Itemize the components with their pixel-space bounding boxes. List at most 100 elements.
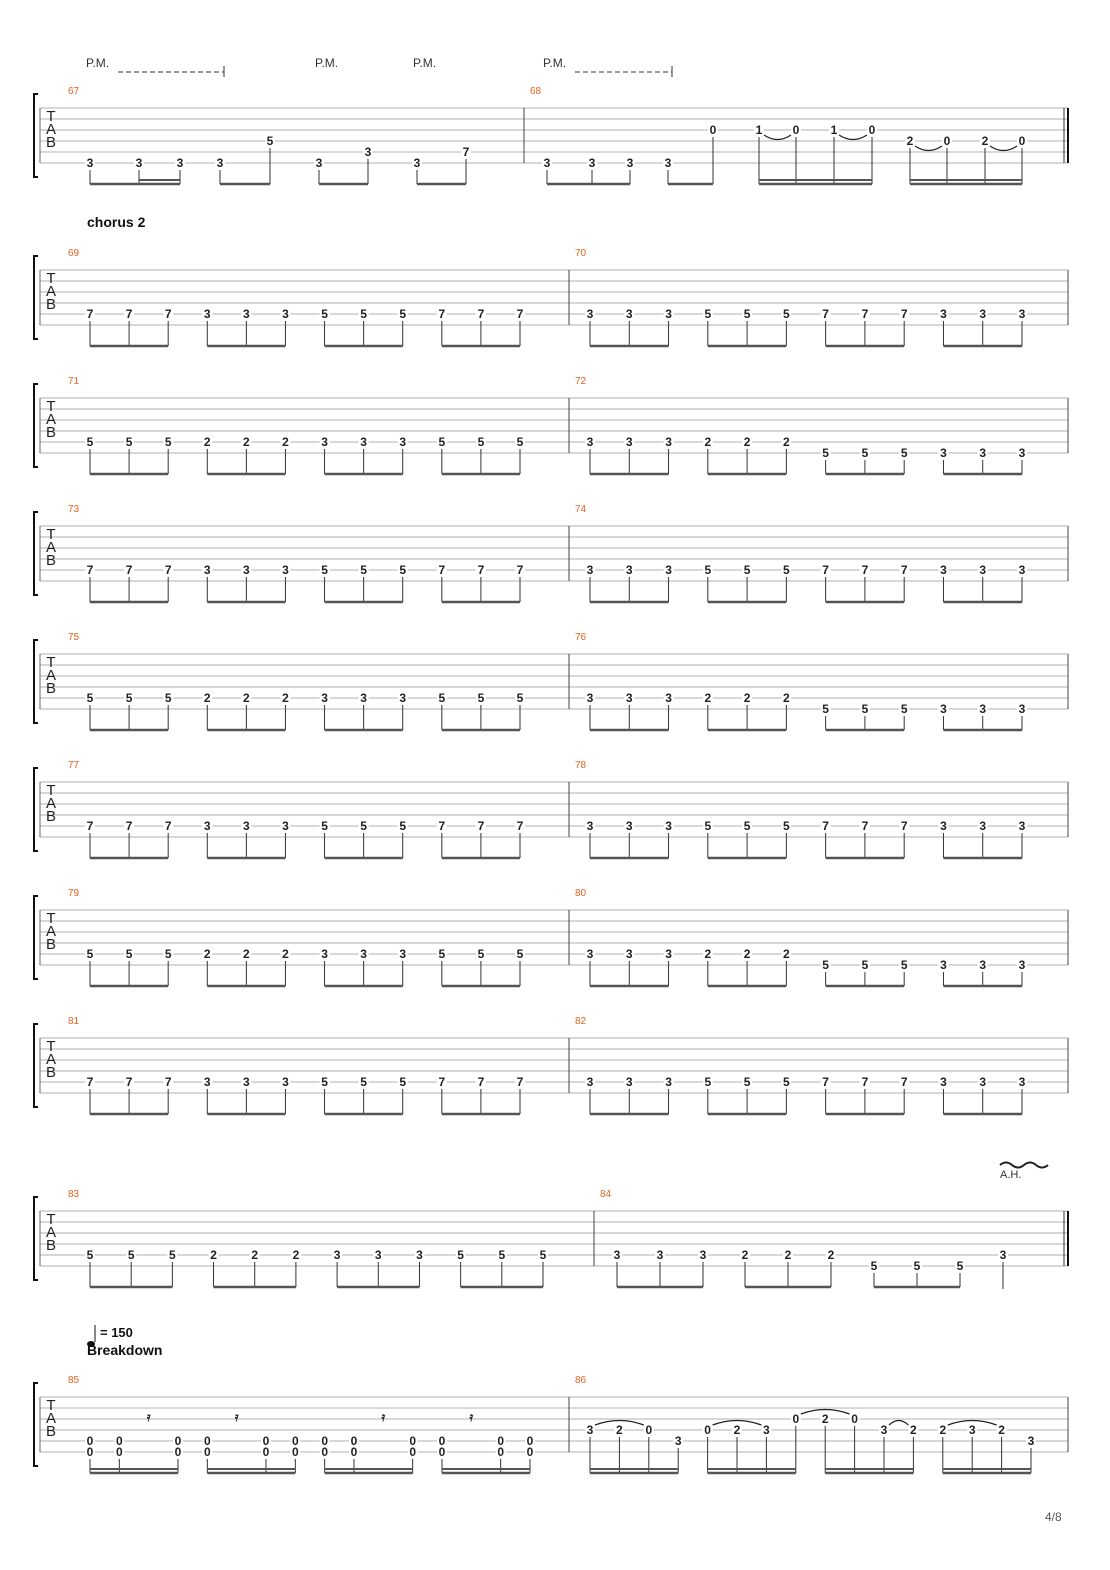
fret-number: 7 — [478, 563, 485, 577]
tab-clef-letter: B — [46, 808, 56, 825]
fret-number: 3 — [243, 1075, 250, 1089]
fret-background — [702, 564, 713, 576]
measure-number: 76 — [575, 632, 587, 643]
measure-number: 83 — [68, 1189, 80, 1200]
fret-number: 2 — [243, 691, 250, 705]
tab-clef-letter: T — [46, 654, 55, 671]
fret-number: 5 — [704, 563, 711, 577]
fret-number: 3 — [763, 1423, 770, 1437]
fret-number: 7 — [438, 307, 445, 321]
fret-number: 7 — [87, 819, 94, 833]
fret-background — [820, 1413, 831, 1425]
fret-number: 5 — [399, 1075, 406, 1089]
fret-background — [85, 948, 95, 960]
fret-background — [643, 1424, 654, 1436]
fret-number: 3 — [587, 947, 594, 961]
fret-background — [698, 1249, 708, 1261]
fret-background — [436, 436, 447, 448]
tab-clef-letter: T — [46, 270, 55, 287]
fret-background — [475, 820, 486, 832]
fret-background — [397, 436, 408, 448]
tie-arc — [888, 1419, 909, 1426]
fret-number: 5 — [321, 307, 328, 321]
fret-background — [319, 1435, 330, 1447]
fret-background — [436, 820, 447, 832]
fret-background — [732, 1424, 742, 1436]
fret-background — [702, 308, 713, 320]
fret-background — [397, 308, 408, 320]
fret-number: 3 — [399, 435, 406, 449]
tab-clef-letter: B — [46, 424, 56, 441]
fret-background — [85, 692, 95, 704]
fret-number: 2 — [910, 1423, 917, 1437]
sixteenth-rest: 𝄿 — [234, 1410, 239, 1424]
fret-number: 3 — [399, 691, 406, 705]
fret-number: 3 — [375, 1248, 382, 1262]
fret-background — [167, 1249, 178, 1261]
fret-number: 0 — [793, 123, 800, 137]
fret-number: 7 — [478, 307, 485, 321]
measure-number: 75 — [68, 632, 80, 643]
fret-number: 3 — [940, 446, 947, 460]
fret-number: 3 — [282, 563, 289, 577]
fret-number: 0 — [439, 1434, 446, 1448]
fret-number: 3 — [587, 1423, 594, 1437]
tie-arc — [763, 134, 792, 141]
fret-background — [624, 820, 635, 832]
fret-number: 3 — [321, 691, 328, 705]
fret-background — [980, 135, 990, 147]
fret-number: 5 — [128, 1248, 135, 1262]
fret-background — [542, 157, 552, 169]
fret-background — [124, 820, 135, 832]
fret-number: 7 — [862, 563, 869, 577]
fret-number: 3 — [979, 702, 986, 716]
fret-background — [85, 1249, 95, 1261]
fret-background — [290, 1249, 301, 1261]
fret-number: 2 — [616, 1423, 623, 1437]
fret-background — [249, 1249, 260, 1261]
fret-number: 3 — [665, 947, 672, 961]
fret-number: 0 — [175, 1445, 182, 1459]
fret-number: 5 — [478, 947, 485, 961]
fret-number: 3 — [217, 156, 224, 170]
fret-number: 3 — [665, 691, 672, 705]
fret-background — [114, 1435, 125, 1447]
fret-number: 0 — [321, 1445, 328, 1459]
fret-number: 5 — [87, 691, 94, 705]
fret-background — [1017, 820, 1027, 832]
fret-number: 1 — [831, 123, 838, 137]
fret-background — [781, 1076, 792, 1088]
fret-background — [241, 564, 252, 576]
fret-background — [436, 692, 447, 704]
tempo-note-head — [87, 1341, 95, 1347]
fret-background — [412, 157, 422, 169]
fret-background — [124, 564, 135, 576]
fret-background — [614, 1424, 625, 1436]
fret-number: 5 — [704, 1075, 711, 1089]
fret-background — [708, 124, 718, 136]
fret-number: 0 — [87, 1445, 94, 1459]
fret-number: 3 — [587, 819, 594, 833]
fret-number: 3 — [587, 1075, 594, 1089]
fret-background — [437, 1435, 447, 1447]
fret-background — [124, 1076, 135, 1088]
fret-number: 7 — [822, 819, 829, 833]
fret-background — [319, 564, 330, 576]
measure-number: 77 — [68, 760, 80, 771]
fret-background — [1017, 564, 1027, 576]
fret-background — [241, 820, 252, 832]
tab-clef-letter: A — [46, 1051, 56, 1068]
palm-mute-label: P.M. — [315, 56, 338, 70]
tab-clef-letter: T — [46, 108, 55, 125]
fret-number: 5 — [957, 1259, 964, 1273]
fret-number: 3 — [1019, 307, 1026, 321]
fret-number: 3 — [365, 145, 372, 159]
fret-background — [124, 948, 135, 960]
fret-background — [163, 1076, 174, 1088]
fret-background — [899, 703, 910, 715]
fret-background — [655, 1249, 665, 1261]
fret-number: 5 — [360, 307, 367, 321]
